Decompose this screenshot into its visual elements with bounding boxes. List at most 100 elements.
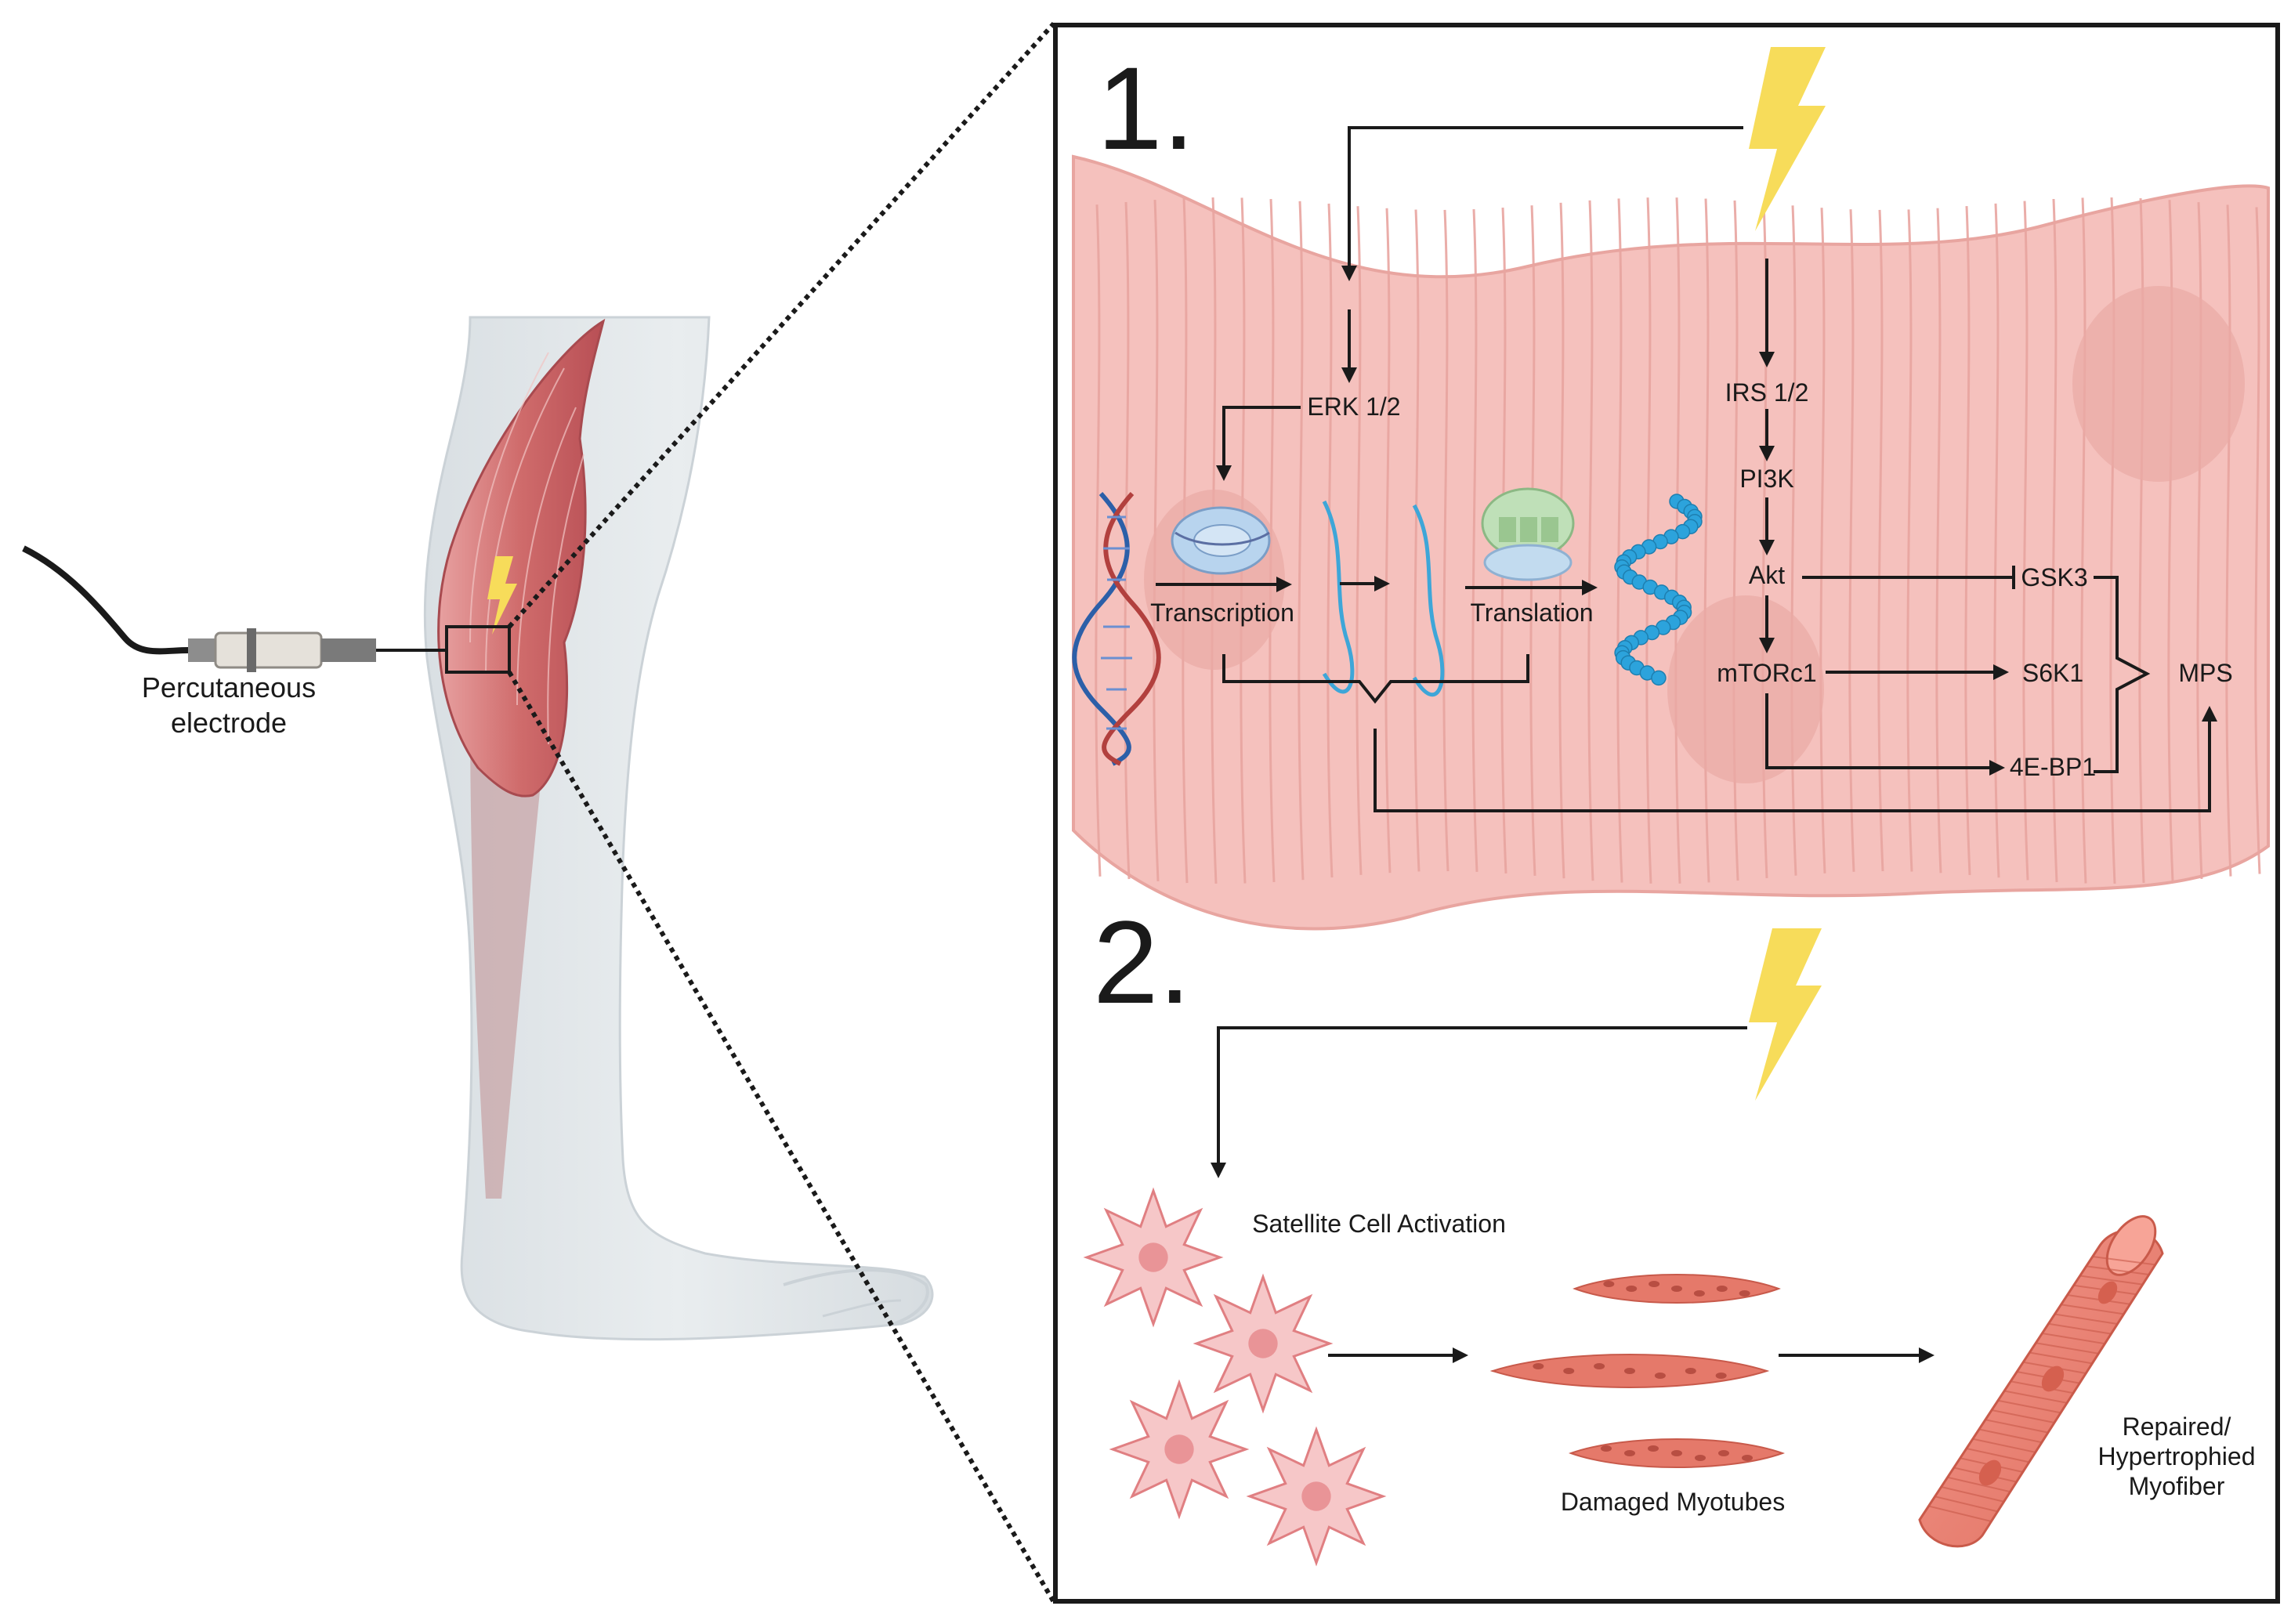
protein-chain-icon (1614, 494, 1703, 686)
dna-icon (1072, 491, 1161, 766)
transcription-label: Transcription (1150, 599, 1294, 627)
muscle-bolt-icon (487, 556, 517, 635)
myotube-nucleus (1533, 1363, 1544, 1369)
striation-line (2138, 197, 2145, 884)
fiber-stripe (1972, 1438, 2036, 1453)
fiber-stripe (1978, 1428, 2043, 1444)
myotube-nucleus (1624, 1368, 1635, 1374)
pi3k-label: PI3K (1739, 465, 1793, 493)
fiber-stripe (2086, 1265, 2149, 1275)
myotube-nucleus (1624, 1450, 1635, 1456)
striation-line (1877, 209, 1884, 872)
striation-line (1298, 201, 1305, 881)
myotubes (1489, 1274, 1785, 1468)
fiber-stripe (2048, 1322, 2112, 1335)
myotube-nucleus (1695, 1455, 1706, 1461)
bolt-to-satellite-arrow (1211, 1026, 1747, 1178)
fiber-stripe (2003, 1390, 2068, 1404)
striation-line (1124, 201, 1131, 880)
translation-label: Translation (1470, 599, 1593, 627)
myotube-nucleus (1594, 1363, 1605, 1369)
myotube-nucleus (1671, 1450, 1682, 1456)
electrode-icon (188, 628, 447, 672)
fiber-stripe (2010, 1380, 2074, 1394)
striation-line (2225, 204, 2232, 877)
polymerase-icon (1171, 506, 1271, 575)
electrode-cable (22, 545, 189, 655)
tendon (470, 705, 548, 1199)
electrode-label-line2: electrode (171, 707, 287, 739)
satellite-cell-nucleus (1138, 1242, 1168, 1272)
repaired-label-line2: Hypertrophied (2098, 1442, 2256, 1470)
striation-line (2254, 207, 2261, 874)
gsk3-label: GSK3 (2021, 563, 2087, 591)
fiber-stripe (2029, 1351, 2093, 1365)
mrna-icon (1322, 500, 1355, 694)
striation-line (1442, 209, 1450, 872)
striation-line (2051, 198, 2058, 883)
myotube-nucleus (1693, 1290, 1705, 1297)
fiber-stripe (2079, 1275, 2143, 1286)
satellite-cell-nucleus (1301, 1481, 1331, 1511)
myotube-nucleus (1603, 1281, 1615, 1287)
myotube-nucleus (1671, 1286, 1682, 1292)
myotube-nucleus (1626, 1286, 1638, 1292)
s6k1-label: S6K1 (2022, 659, 2083, 687)
leg-illustration: Percutaneous electrode (22, 316, 934, 1341)
myotube-nucleus (1716, 1286, 1728, 1292)
repaired-label-line3: Myofiber (2129, 1472, 2225, 1500)
fiber-stripe (1941, 1486, 2004, 1503)
mrna-icon (1412, 504, 1445, 697)
satellite-label: Satellite Cell Activation (1252, 1210, 1506, 1238)
nucleus-blob (1667, 595, 1824, 783)
myotubes-label: Damaged Myotubes (1561, 1488, 1785, 1516)
gene-expression-to-mps-arrow (1374, 706, 2217, 812)
nucleus-blob (2072, 286, 2245, 482)
mtorc1-to-4ebp1-arrow (1765, 693, 2005, 776)
fiber-stripe (1947, 1476, 2011, 1493)
striation-line (1269, 199, 1276, 882)
fiber-stripe (2092, 1256, 2155, 1266)
fiber-stripe (1966, 1448, 2030, 1463)
fiber-stripe (2054, 1313, 2118, 1325)
toes (783, 1268, 929, 1326)
fiber-stripe (2042, 1333, 2105, 1345)
fiber-stripe (1991, 1409, 2055, 1423)
repaired-myofiber-icon (1918, 1215, 2164, 1548)
striation-line (1674, 197, 1681, 884)
striation-line (2196, 202, 2203, 879)
protein-bead (1651, 670, 1667, 686)
fiber-stripe (2061, 1304, 2124, 1315)
myotube-nucleus (1742, 1455, 1753, 1461)
mps-label: MPS (2178, 659, 2232, 687)
panel-1-number: 1. (1097, 42, 1195, 174)
akt-label: Akt (1749, 561, 1785, 589)
erk-label: ERK 1/2 (1307, 392, 1400, 421)
striation-line (1355, 206, 1363, 875)
repaired-label-line1: Repaired/ (2123, 1412, 2231, 1441)
striation-line (1587, 200, 1594, 881)
fiber-stripe (1985, 1419, 2049, 1434)
toe-line (822, 1299, 902, 1318)
striation-line (2109, 197, 2116, 884)
fiber-stripe (1997, 1399, 2061, 1414)
myotube-nucleus (1718, 1450, 1729, 1456)
myotube-nucleus (1648, 1445, 1659, 1452)
zoom-line-top (507, 21, 1056, 629)
striation-line (1413, 209, 1421, 872)
striation-line (2167, 200, 2174, 881)
bp1-label: 4E-BP1 (2010, 753, 2096, 781)
striation-line (1153, 199, 1160, 882)
striation-line (1471, 209, 1478, 872)
fiber-stripe (2036, 1342, 2099, 1355)
electrode-label-line1: Percutaneous (142, 671, 316, 703)
myotube-nucleus (1654, 1373, 1666, 1379)
myotube-nucleus (1601, 1445, 1612, 1452)
irs-label: IRS 1/2 (1725, 378, 1809, 407)
striation-line (2080, 197, 2087, 884)
striation-line (1703, 198, 1710, 883)
satellite-cell-nucleus (1248, 1329, 1278, 1358)
panel-2-bolt-icon (1749, 928, 1822, 1101)
fiber-stripe (1928, 1505, 1992, 1522)
